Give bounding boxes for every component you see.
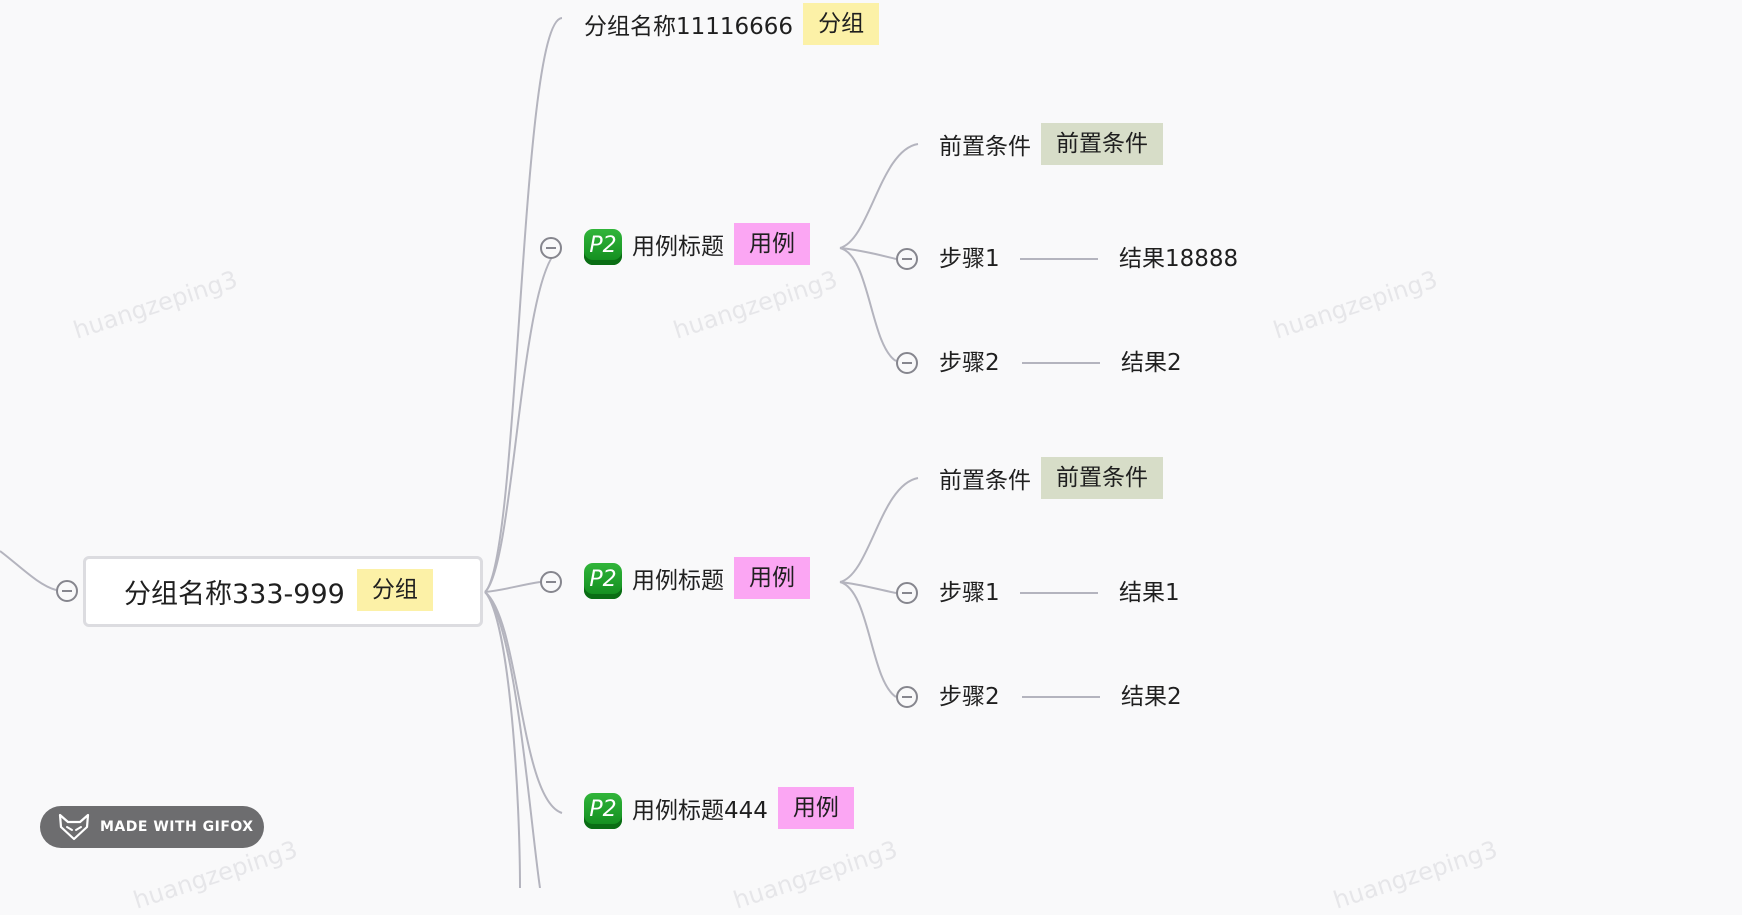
step-node[interactable]: 步骤1 <box>939 244 1000 274</box>
connector-root-down-2 <box>484 591 541 888</box>
connector-root-to-group <box>484 17 563 593</box>
watermark: huangzeping3 <box>1270 265 1441 345</box>
result-label: 结果2 <box>1121 350 1182 376</box>
precondition-tag: 前置条件 <box>1041 123 1163 165</box>
case-node-1[interactable]: P2 用例标题 用例 <box>584 223 810 268</box>
watermark: huangzeping3 <box>70 265 241 345</box>
connector-root-to-case-1 <box>484 247 562 593</box>
root-topic-title: 分组名称333-999 <box>124 579 345 610</box>
priority-badge-icon: P2 <box>584 229 622 265</box>
case-tag: 用例 <box>734 557 810 599</box>
step-label: 步骤2 <box>939 350 1000 376</box>
result-label: 结果2 <box>1121 684 1182 710</box>
gifox-label: MADE WITH GIFOX <box>100 819 254 835</box>
result-label: 结果18888 <box>1119 246 1239 272</box>
case-title: 用例标题 <box>632 568 724 594</box>
result-node[interactable]: 结果1 <box>1119 578 1180 608</box>
step-label: 步骤1 <box>939 246 1000 272</box>
step-node[interactable]: 步骤2 <box>939 682 1000 712</box>
step-1-collapse-button[interactable] <box>896 248 918 270</box>
group-node[interactable]: 分组名称11116666 分组 <box>584 3 880 48</box>
case-tag: 用例 <box>777 787 854 829</box>
gifox-badge: MADE WITH GIFOX <box>40 806 264 848</box>
connector-case1-to-step2 <box>839 247 897 362</box>
connector-root-to-case-2 <box>484 581 541 593</box>
step-2-collapse-button[interactable] <box>896 686 918 708</box>
connector-root-down-1 <box>484 591 521 888</box>
step-node[interactable]: 步骤2 <box>939 348 1000 378</box>
watermark: huangzeping3 <box>730 835 901 915</box>
case-title: 用例标题 <box>632 234 724 260</box>
connector-case1-to-step1 <box>839 247 897 260</box>
step-node[interactable]: 步骤1 <box>939 578 1000 608</box>
step-1-collapse-button[interactable] <box>896 582 918 604</box>
precondition-node[interactable]: 前置条件 前置条件 <box>939 457 1163 502</box>
priority-badge-icon: P2 <box>584 793 622 829</box>
priority-badge-icon: P2 <box>584 563 622 599</box>
result-node[interactable]: 结果2 <box>1121 682 1182 712</box>
precondition-tag: 前置条件 <box>1041 457 1163 499</box>
connector-case2-to-step2 <box>839 581 897 698</box>
case-1-collapse-button[interactable] <box>540 237 562 259</box>
root-topic-node[interactable]: 分组名称333-999 分组 <box>83 556 483 627</box>
step-label: 步骤2 <box>939 684 1000 710</box>
group-title: 分组名称11116666 <box>584 14 794 40</box>
connector-case2-to-precondition <box>839 477 919 583</box>
connector-case1-to-precondition <box>839 143 919 249</box>
case-node-3[interactable]: P2 用例标题444 用例 <box>584 787 854 832</box>
root-collapse-button[interactable] <box>56 580 78 602</box>
case-tag: 用例 <box>734 223 810 265</box>
connector-case2-to-step1 <box>839 581 897 594</box>
root-group-tag: 分组 <box>356 568 433 611</box>
watermark: huangzeping3 <box>1330 835 1501 915</box>
case-title: 用例标题444 <box>632 798 768 824</box>
result-node[interactable]: 结果2 <box>1121 348 1182 378</box>
precondition-label: 前置条件 <box>939 468 1031 494</box>
connector-parent-to-root <box>0 550 57 591</box>
result-node[interactable]: 结果18888 <box>1119 244 1238 274</box>
precondition-node[interactable]: 前置条件 前置条件 <box>939 123 1163 168</box>
result-label: 结果1 <box>1119 580 1180 606</box>
step-2-collapse-button[interactable] <box>896 352 918 374</box>
case-2-collapse-button[interactable] <box>540 571 562 593</box>
precondition-label: 前置条件 <box>939 134 1031 160</box>
mindmap-connectors <box>0 17 1100 888</box>
fox-icon <box>58 813 90 841</box>
step-label: 步骤1 <box>939 580 1000 606</box>
group-tag: 分组 <box>803 3 880 45</box>
case-node-2[interactable]: P2 用例标题 用例 <box>584 557 810 602</box>
watermark: huangzeping3 <box>670 265 841 345</box>
connector-root-to-case-3 <box>484 591 563 814</box>
